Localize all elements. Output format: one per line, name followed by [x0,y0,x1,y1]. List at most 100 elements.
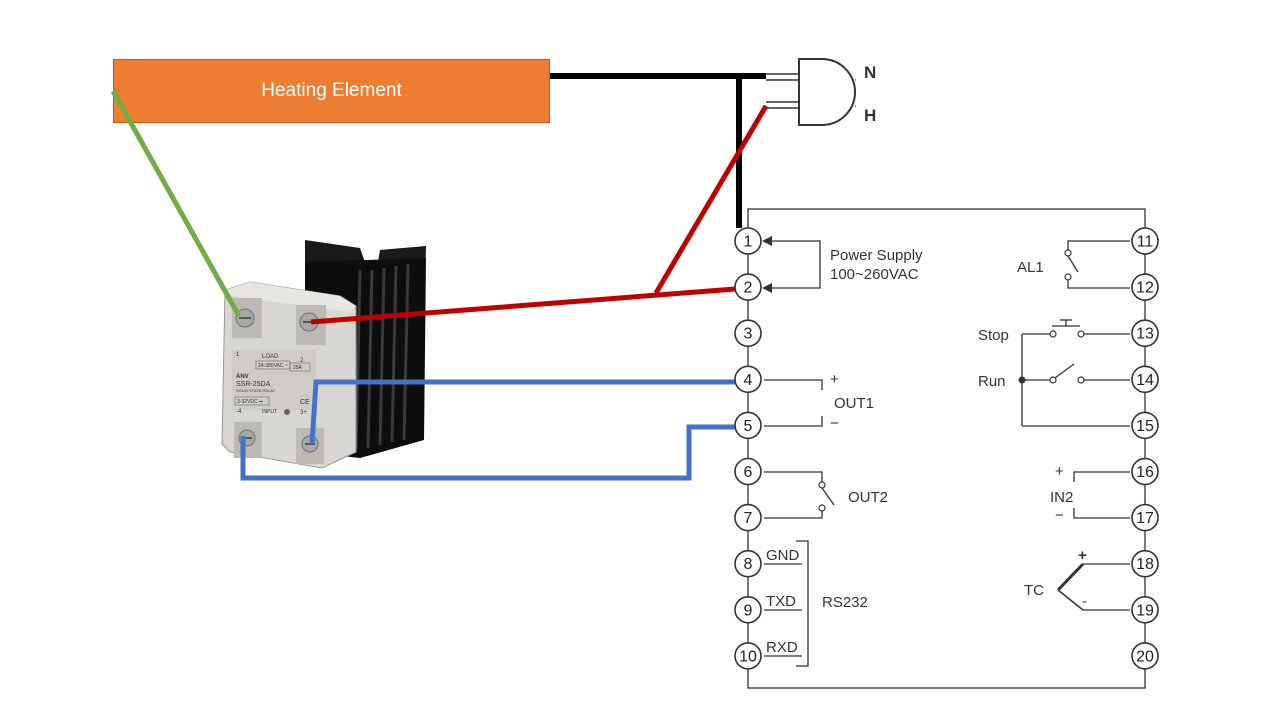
terminal-pin-circle [1131,595,1159,624]
out1-plus: + [830,371,839,388]
terminal-pin-circle [1131,503,1159,532]
terminal-pin-8: 8 [734,549,762,578]
terminal-pin-number: 15 [1136,418,1154,435]
ssr-ce-mark: CE [300,399,310,406]
terminal-pin-number: 5 [744,418,753,435]
terminal-pin-20: 20 [1131,642,1159,670]
in2-label: IN2 [1050,489,1073,506]
controller-outline [747,208,1146,689]
terminal-pin-number: 20 [1136,648,1154,665]
out1-bracket [764,379,823,427]
terminal-pin-circle [1131,642,1159,670]
heating-element-label: Heating Element [261,80,402,101]
terminal-pin-4: 4 [734,365,762,394]
out1-positive-wire [309,379,735,445]
terminal-pin-circle [1131,549,1159,578]
terminal-pin-3: 3 [734,319,762,348]
run-label: Run [978,373,1006,390]
terminal-pin-12: 12 [1131,273,1159,301]
terminal-pin-14: 14 [1131,365,1159,394]
terminal-pin-number: 17 [1136,510,1154,527]
ssr-input-label: INPUT [262,409,277,415]
power-supply-label: Power Supply [830,247,923,264]
terminal-pin-number: 4 [744,372,753,389]
terminal-pin-15: 15 [1131,411,1159,440]
terminal-pin-number: 19 [1136,602,1154,619]
al1-label: AL1 [1017,259,1044,276]
stop-run-switches [1018,319,1130,427]
rs232-label: RS232 [822,594,868,611]
terminal-pin-circle [1131,411,1159,440]
terminal-pin-circle [1131,227,1159,255]
out1-minus: − [830,415,839,432]
tc-plus: + [1078,547,1087,564]
terminal-pin-circle [734,273,762,301]
out1-negative-wire [240,424,735,481]
terminal-pin-circle [1131,457,1159,486]
terminal-pin-17: 17 [1131,503,1159,532]
in2-bracket [1073,471,1130,519]
terminal-pin-5: 5 [734,411,762,440]
out1-label: OUT1 [834,395,874,412]
heating-element: Heating Element [113,59,550,123]
terminal-pin-number: 7 [744,510,753,527]
wires [110,73,769,481]
terminal-pin-number: 14 [1136,372,1154,389]
ssr-subtitle: SOLID STATE RELAY [236,388,276,393]
terminal-pin-circle [1131,319,1159,348]
ssr-terminal-1-label: 1 [236,352,240,358]
terminal-pin-6: 6 [734,457,762,486]
terminal-pin-number: 9 [744,602,753,619]
thermocouple-symbol [1056,562,1130,611]
terminal-pin-1: 1 [734,227,762,255]
terminal-pin-number: 1 [744,234,753,251]
ssr-load-label: LOAD [262,354,279,360]
terminal-pin-circle [734,549,762,578]
terminal-pin-19: 19 [1131,595,1159,624]
in2-plus: + [1055,463,1064,480]
al1-relay-contact [1064,240,1130,289]
terminal-pin-circle [734,595,762,624]
terminal-pin-2: 2 [734,273,762,301]
power-plug [766,58,856,126]
hot-wire-to-ssr [310,286,736,325]
ssr-led-indicator [284,409,290,415]
terminal-pin-number: 11 [1137,234,1154,251]
ssr-terminal-2-label: 2 [300,358,304,364]
rs232-rxd-label: RXD [766,639,798,656]
tc-label: TC [1024,582,1044,599]
ssr-input-rating: 3-32VDC ⎓ [237,399,263,405]
terminal-pin-circle [734,642,762,670]
terminal-pin-10: 10 [734,642,762,670]
in2-minus: − [1055,507,1064,524]
out2-relay-contact [764,471,835,519]
terminal-pin-circle [734,365,762,394]
ssr-terminal-4-label: -4 [236,409,242,415]
solid-state-relay: 1 LOAD 2 24-380VAC ~ 25A ANV SSR-25DA SO… [221,240,426,469]
screw-terminal-1 [235,308,255,328]
terminal-pin-circle [1131,273,1159,301]
terminal-pin-16: 16 [1131,457,1159,486]
terminal-pin-number: 10 [739,648,757,665]
rs232-txd-label: TXD [766,593,796,610]
terminal-pin-9: 9 [734,595,762,624]
terminal-pin-7: 7 [734,503,762,532]
hot-label: H [864,106,876,125]
rs232-lines [764,540,809,667]
terminal-pin-number: 18 [1136,556,1154,573]
terminal-pin-18: 18 [1131,549,1159,578]
terminal-pin-circle [734,503,762,532]
terminal-pin-circle [734,457,762,486]
terminal-pin-number: 2 [744,280,753,297]
terminal-pin-number: 8 [744,556,753,573]
stop-label: Stop [978,327,1009,344]
terminal-pin-circle [734,411,762,440]
ssr-load-rating: 24-380VAC ~ [258,363,288,369]
ssr-brand: ANV [236,374,249,380]
power-supply-arrows [762,236,821,293]
terminal-pin-number: 6 [744,464,753,481]
ssr-current-rating: 25A [293,365,303,371]
terminal-pin-11: 11 [1131,227,1159,255]
